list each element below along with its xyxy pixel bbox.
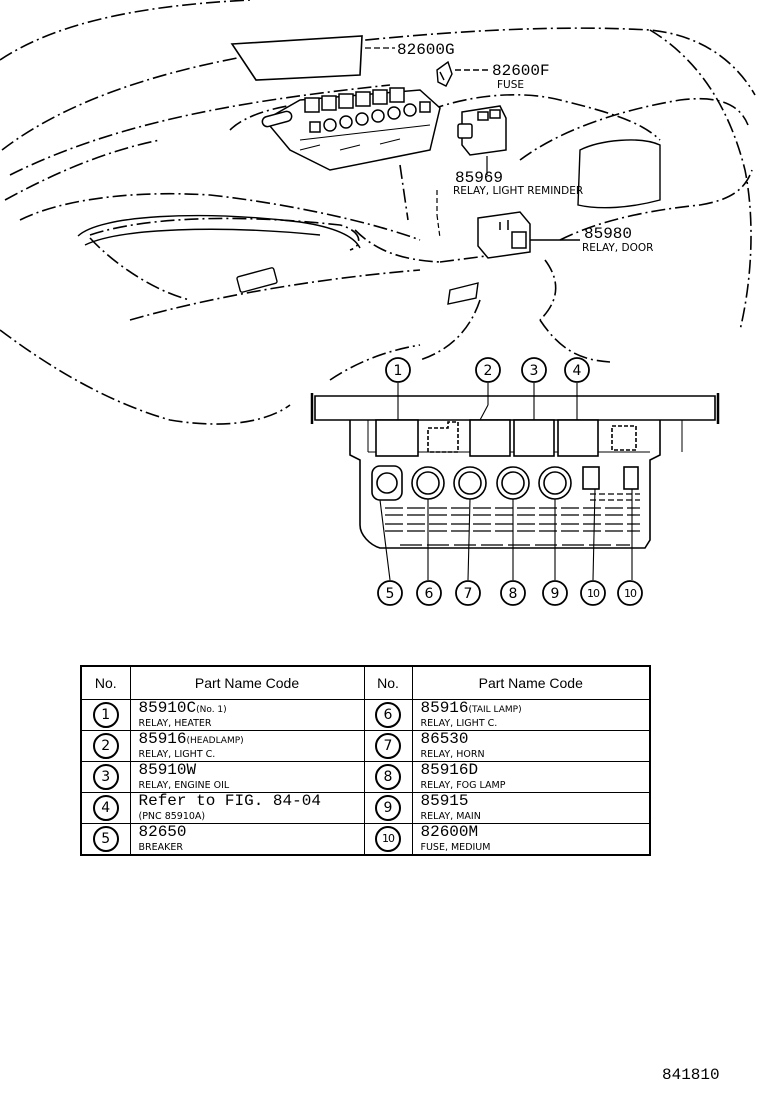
junction-block xyxy=(261,87,441,171)
part-desc: RELAY, FOG LAMP xyxy=(420,780,506,791)
detail-num-5: 5 xyxy=(386,586,395,602)
row-number: 7 xyxy=(375,733,401,759)
part-code: 85910W xyxy=(138,761,197,779)
relay-85980 xyxy=(477,211,580,259)
row-number: 2 xyxy=(92,733,119,759)
table-header-row: No. Part Name Code No. Part Name Code xyxy=(80,665,651,700)
part-code: 82650 xyxy=(138,823,187,841)
table-row: 1 85910C(No. 1)RELAY, HEATER 6 85916(TAI… xyxy=(80,699,651,731)
detail-num-9: 9 xyxy=(551,586,560,602)
part-82600G-label xyxy=(230,35,395,81)
part-code: Refer to FIG. 84-04 xyxy=(138,792,321,810)
part-code: 82600M xyxy=(420,823,479,841)
detail-num-10b: 10 xyxy=(624,587,637,600)
row-number: 4 xyxy=(92,795,119,821)
part-code: 85916(HEADLAMP) xyxy=(138,730,244,748)
drawing-number: 841810 xyxy=(662,1066,720,1084)
row-number: 9 xyxy=(375,795,401,821)
part-code: 85916(TAIL LAMP) xyxy=(420,699,522,717)
callout-85969-desc: RELAY, LIGHT REMINDER xyxy=(453,185,583,197)
part-desc: RELAY, HEATER xyxy=(138,718,212,729)
row-number: 1 xyxy=(92,702,119,728)
header-name-right: Part Name Code xyxy=(411,665,651,700)
part-desc: BREAKER xyxy=(138,842,183,853)
detail-num-4: 4 xyxy=(573,363,582,379)
parts-table: No. Part Name Code No. Part Name Code 1 … xyxy=(80,665,651,856)
dashboard-outline xyxy=(0,0,756,425)
callout-85980-desc: RELAY, DOOR xyxy=(582,242,653,254)
callout-82600F: 82600F xyxy=(492,62,550,80)
part-desc: RELAY, LIGHT C. xyxy=(138,749,216,760)
part-desc: FUSE, MEDIUM xyxy=(420,842,491,853)
part-desc: RELAY, HORN xyxy=(420,749,485,760)
table-row: 4 Refer to FIG. 84-04(PNC 85910A) 9 8591… xyxy=(80,792,651,824)
callout-82600F-desc: FUSE xyxy=(497,79,524,91)
table-row: 2 85916(HEADLAMP)RELAY, LIGHT C. 7 86530… xyxy=(80,730,651,762)
header-name-left: Part Name Code xyxy=(129,665,365,700)
part-desc: RELAY, ENGINE OIL xyxy=(138,780,230,791)
row-number: 5 xyxy=(92,826,119,852)
detail-num-7: 7 xyxy=(464,586,473,602)
part-desc: RELAY, MAIN xyxy=(420,811,481,822)
detail-num-2: 2 xyxy=(484,363,493,379)
part-note: (TAIL LAMP) xyxy=(468,705,522,715)
header-no-right: No. xyxy=(363,665,413,700)
relay-85969 xyxy=(457,105,507,175)
detail-num-6: 6 xyxy=(425,586,434,602)
callout-82600G: 82600G xyxy=(397,41,455,59)
callout-85980: 85980 xyxy=(584,225,632,243)
leader-lines xyxy=(436,190,441,239)
row-number: 3 xyxy=(92,764,119,790)
detail-num-8: 8 xyxy=(509,586,518,602)
part-note: (HEADLAMP) xyxy=(186,736,244,746)
part-desc: (PNC 85910A) xyxy=(138,811,206,822)
part-code: 85915 xyxy=(420,792,469,810)
glovebox-outline xyxy=(77,139,661,305)
header-no-left: No. xyxy=(80,665,131,700)
part-note: (No. 1) xyxy=(196,705,227,715)
part-desc: RELAY, LIGHT C. xyxy=(420,718,498,729)
detail-num-10a: 10 xyxy=(587,587,600,600)
detail-number-labels: 1 2 3 4 5 6 7 8 9 10 10 xyxy=(386,363,638,602)
row-number: 8 xyxy=(375,764,401,790)
callout-85969: 85969 xyxy=(455,169,503,187)
detail-num-3: 3 xyxy=(530,363,539,379)
row-number: 6 xyxy=(375,702,401,728)
part-code: 85910C(No. 1) xyxy=(138,699,227,717)
detail-num-1: 1 xyxy=(394,363,403,379)
row-number: 10 xyxy=(375,826,401,852)
part-code: 85916D xyxy=(420,761,479,779)
relay-block-detail xyxy=(310,383,720,581)
fuse-82600F xyxy=(436,60,490,87)
part-code: 86530 xyxy=(420,730,469,748)
detail-number-circles xyxy=(377,357,643,606)
